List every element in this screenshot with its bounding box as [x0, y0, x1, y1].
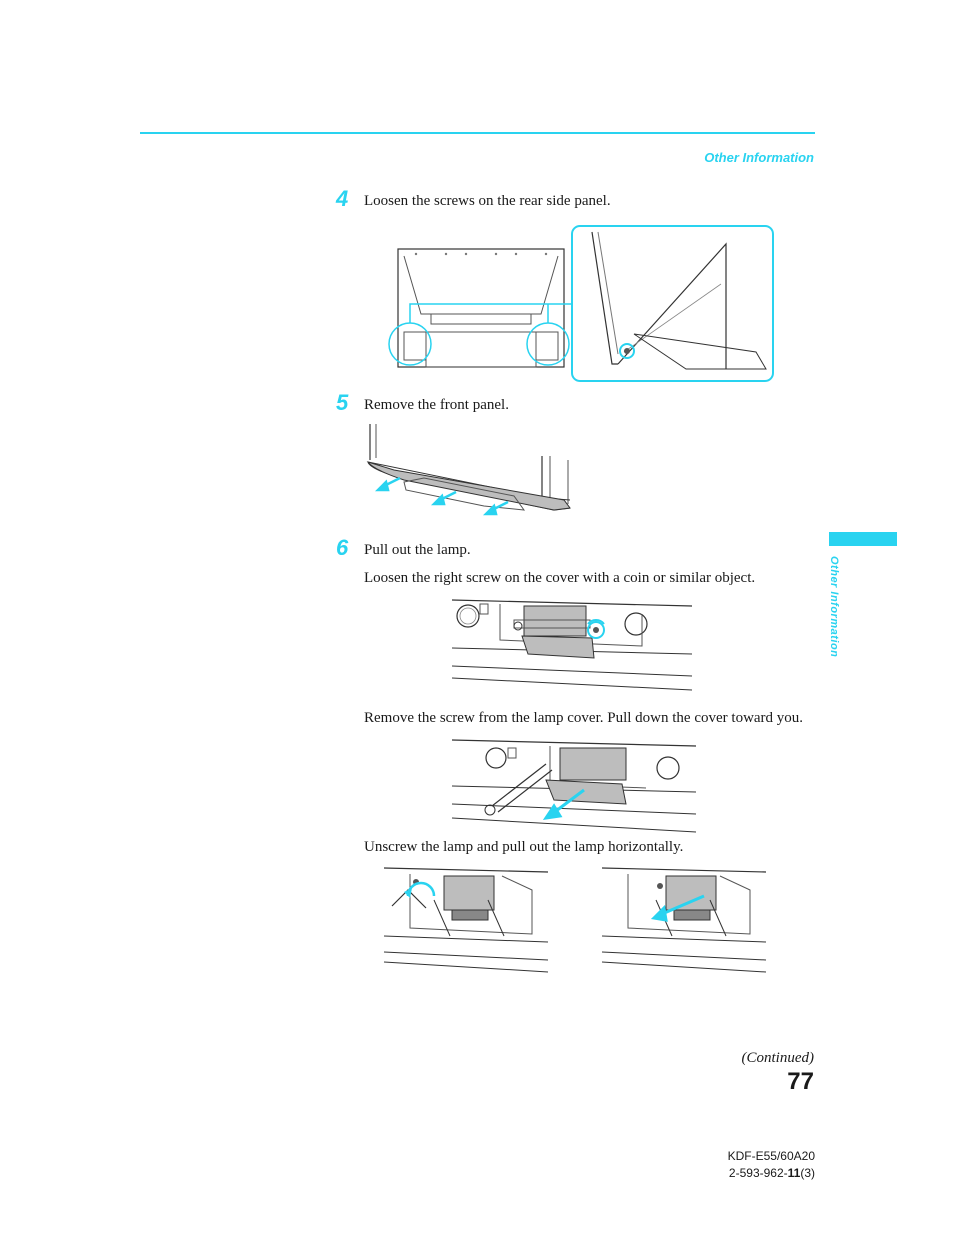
lamp-cover-screw-illustration: [452, 599, 693, 691]
rear-panel-screws-illustration: [388, 225, 774, 382]
step-4-number: 4: [336, 186, 349, 211]
continued-note: (Continued): [741, 1050, 815, 1066]
header-rule: [140, 132, 815, 134]
part-number: 2-593-962-11(3): [728, 1166, 815, 1180]
front-panel-illustration: [366, 424, 571, 516]
side-tab-bar: [829, 532, 897, 546]
step-5-text: Remove the front panel.: [364, 397, 509, 413]
page-number: 77: [787, 1068, 814, 1095]
step-5-number: 5: [336, 390, 349, 415]
model-number: KDF-E55/60A20: [727, 1149, 815, 1163]
substep-1-text: Loosen the right screw on the cover with…: [364, 570, 756, 586]
step-6-number: 6: [336, 535, 349, 560]
substep-3-text: Unscrew the lamp and pull out the lamp h…: [364, 839, 684, 855]
lamp-unscrew-illustration: [383, 867, 549, 973]
step-4-text: Loosen the screws on the rear side panel…: [364, 193, 611, 209]
side-tab-label: Other Information: [828, 556, 840, 658]
section-header: Other Information: [704, 150, 814, 165]
step-6-text: Pull out the lamp.: [364, 542, 471, 558]
lamp-pullout-illustration: [601, 867, 767, 973]
substep-2-text: Remove the screw from the lamp cover. Pu…: [364, 710, 804, 726]
footer-model-info: KDF-E55/60A20 2-593-962-11(3): [728, 1148, 815, 1182]
lamp-cover-removal-illustration: [451, 739, 697, 833]
